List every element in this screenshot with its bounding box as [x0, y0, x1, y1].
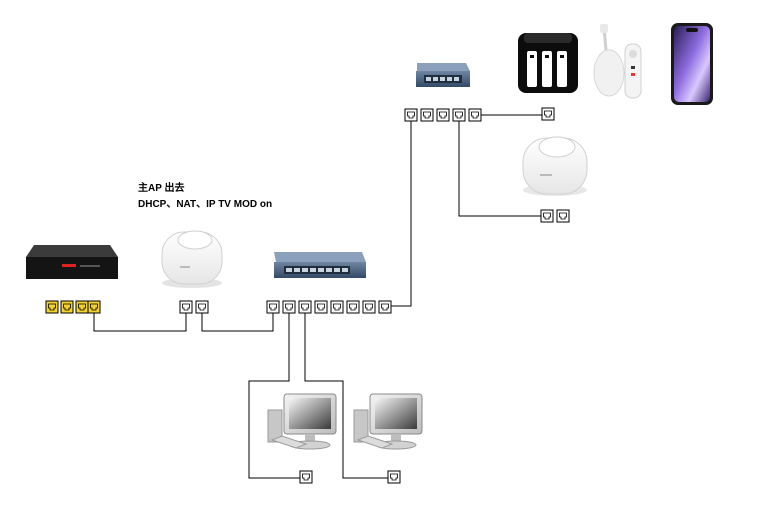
main-ap — [161, 230, 223, 288]
ethernet-port-icon — [420, 108, 434, 122]
switch-top — [416, 63, 470, 87]
ethernet-port-icon — [87, 300, 101, 314]
ethernet-port-icon — [346, 300, 360, 314]
ethernet-port-icon — [404, 108, 418, 122]
ethernet-port-icon — [436, 108, 450, 122]
link-switch-to-top-switch — [385, 121, 412, 307]
ethernet-port-icon — [266, 300, 280, 314]
link-top-switch-to-mesh-ap-2 — [458, 121, 545, 217]
ethernet-port-icon — [75, 300, 89, 314]
switch-top-ports — [404, 108, 482, 122]
link-main-ap-to-switch — [201, 313, 274, 332]
ethernet-port-icon — [556, 209, 570, 223]
ethernet-port-icon — [362, 300, 376, 314]
main-ap-ports — [179, 300, 209, 314]
ethernet-port-icon — [378, 300, 392, 314]
ethernet-port-icon — [45, 300, 59, 314]
isp-router — [26, 245, 118, 279]
ethernet-port-icon — [387, 470, 401, 484]
ethernet-port-icon — [468, 108, 482, 122]
ethernet-port-icon — [60, 300, 74, 314]
pc-1 — [267, 393, 337, 450]
ethernet-port-icon — [282, 300, 296, 314]
link-top-switch-to-devices — [475, 114, 549, 120]
ethernet-port-icon — [330, 300, 344, 314]
ethernet-port-icon — [298, 300, 312, 314]
ethernet-port-icon — [452, 108, 466, 122]
ethernet-port-icon — [195, 300, 209, 314]
smartphone — [671, 23, 713, 105]
ethernet-port-icon — [314, 300, 328, 314]
chromecast — [593, 24, 642, 99]
main-ap-caption-line1: 主AP 出去 — [138, 183, 185, 194]
main-ap-caption-line2: DHCP、NAT、IP TV MOD on — [138, 199, 273, 210]
misc-ports — [299, 107, 570, 484]
ethernet-port-icon — [179, 300, 193, 314]
switch-main — [274, 252, 366, 278]
ethernet-port-icon — [299, 470, 313, 484]
ethernet-port-icon — [540, 209, 554, 223]
ethernet-port-icon — [541, 107, 555, 121]
link-router-to-main-ap — [93, 313, 187, 332]
switch-main-ports — [266, 300, 392, 314]
router-ports — [45, 300, 101, 314]
pc-2 — [353, 393, 423, 450]
mesh-ap-2 — [522, 136, 588, 196]
nas — [518, 33, 578, 93]
